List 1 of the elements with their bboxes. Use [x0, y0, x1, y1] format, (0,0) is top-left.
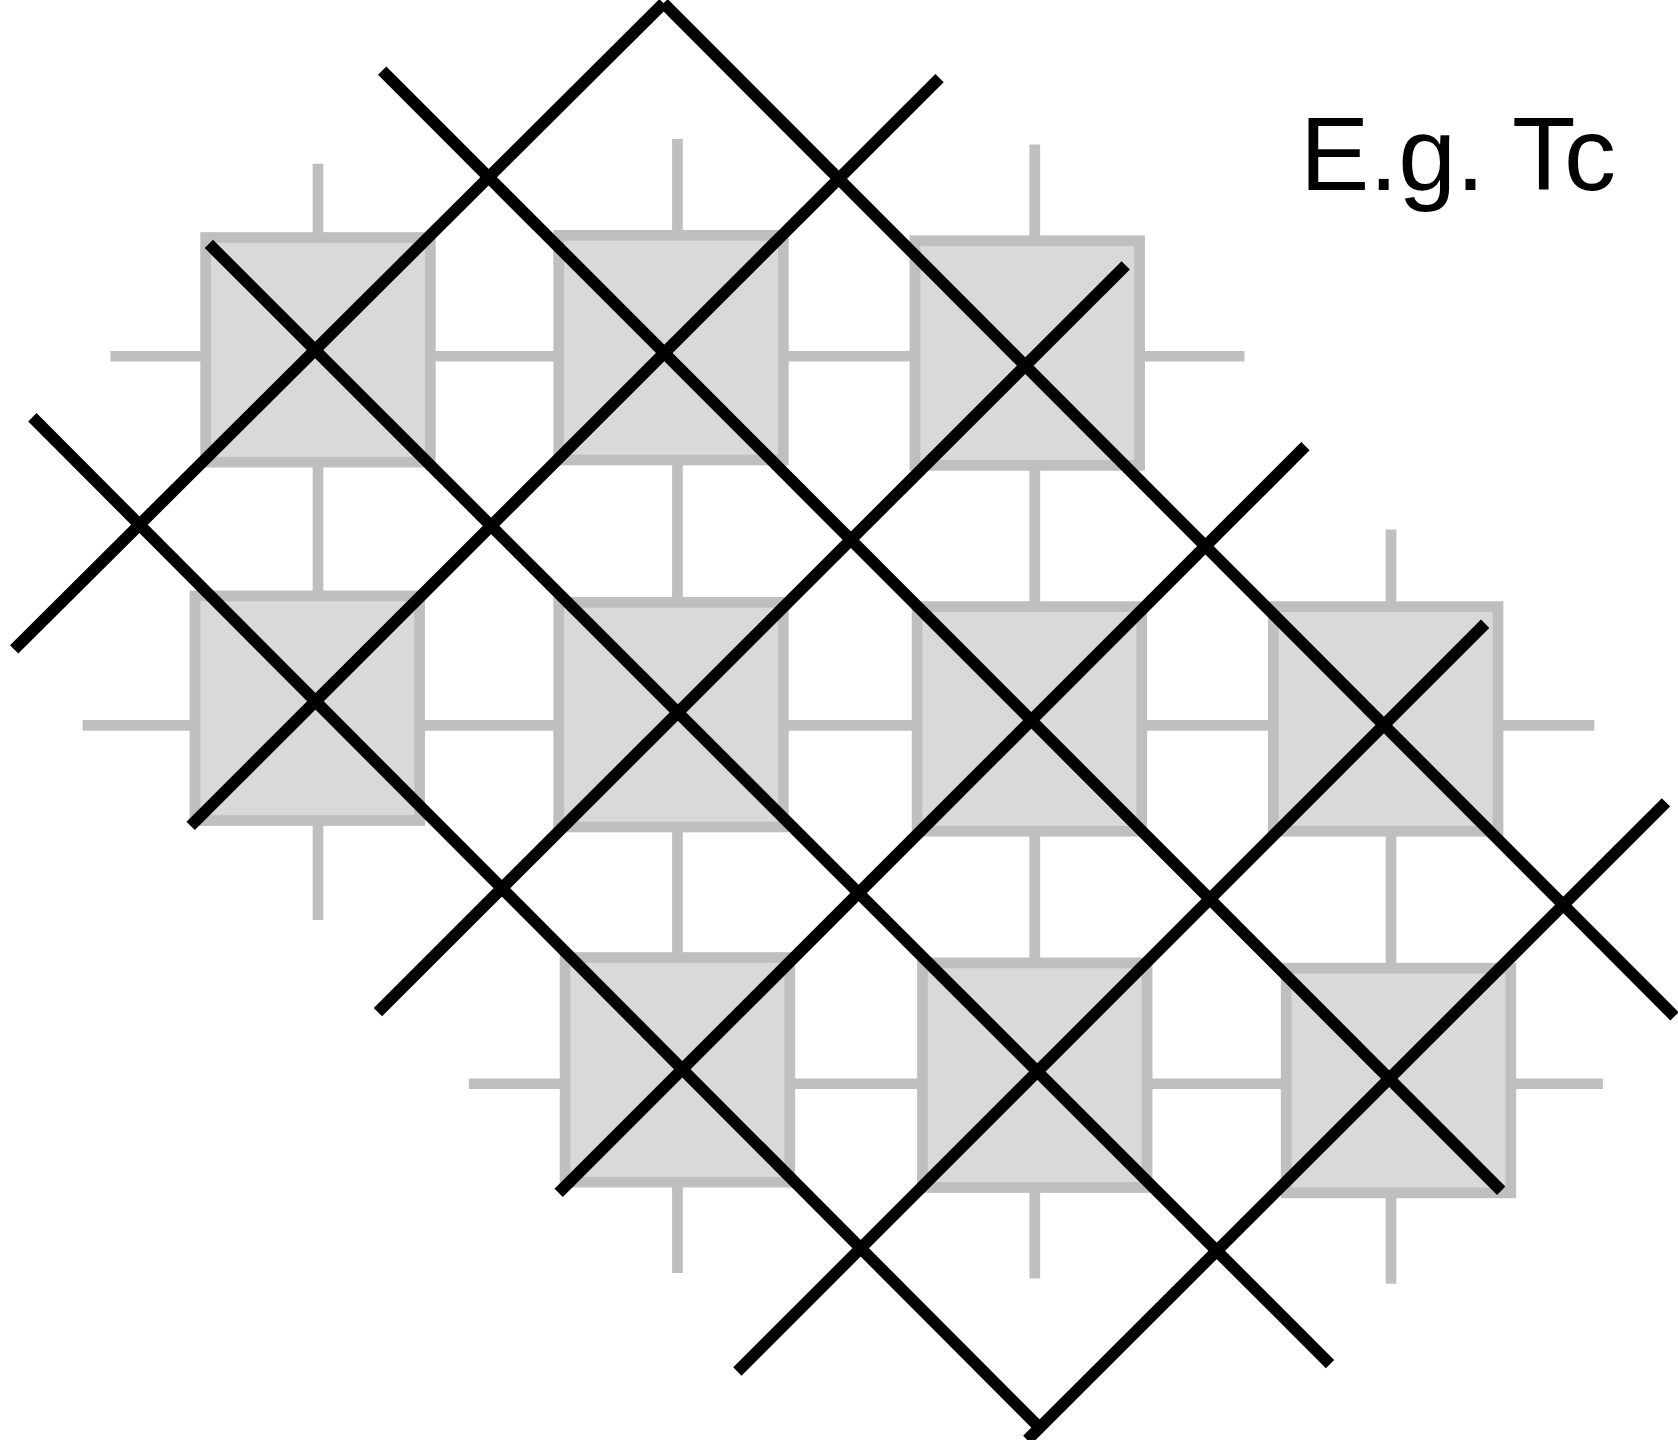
note-text: E.g. Tc: [1300, 95, 1616, 214]
